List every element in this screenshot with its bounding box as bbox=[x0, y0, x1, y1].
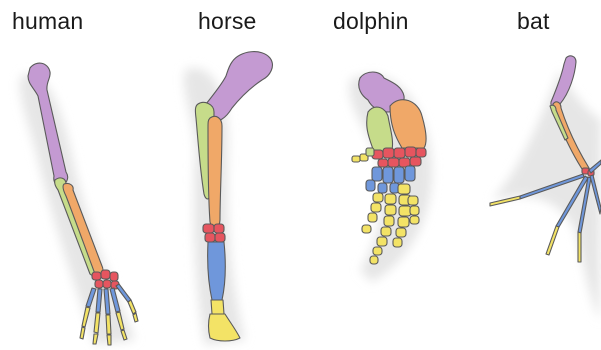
dolphin-limb bbox=[349, 72, 432, 282]
dolphin-carpals bbox=[372, 147, 426, 167]
horse-metacarpal bbox=[208, 242, 226, 300]
dolphin-thumb bbox=[352, 148, 374, 162]
human-limb bbox=[20, 63, 138, 345]
bat-limb bbox=[490, 56, 601, 320]
horse-limb bbox=[184, 52, 272, 345]
human-carpals bbox=[92, 270, 119, 289]
horse-carpals bbox=[203, 224, 225, 242]
horse-radius bbox=[208, 116, 222, 227]
